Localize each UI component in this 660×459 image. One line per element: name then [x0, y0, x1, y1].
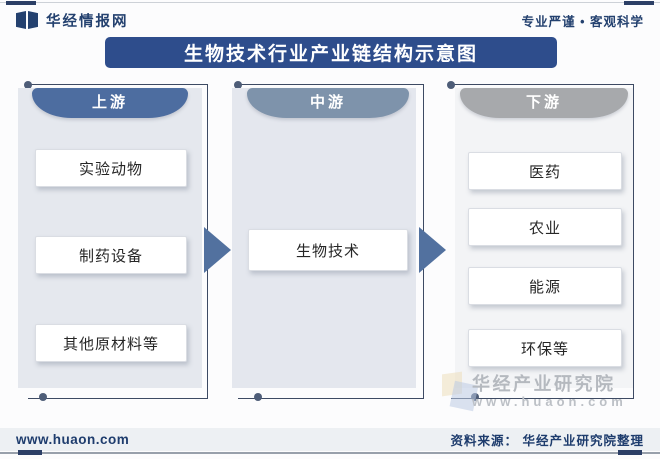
downstream-header: 下游 — [460, 88, 628, 118]
brand-name: 华经情报网 — [46, 13, 129, 30]
frame-dot — [39, 393, 47, 401]
watermark-name: 华经产业研究院 — [472, 374, 616, 394]
arrow-right-icon — [419, 227, 446, 273]
footer-site-url: www.huaon.com — [16, 432, 130, 447]
footer-bar: www.huaon.com 资料来源： 华经产业研究院整理 — [0, 428, 660, 451]
bottom-edge-line — [0, 452, 660, 454]
downstream-item-box: 能源 — [468, 267, 622, 305]
brand: 华经情报网 — [16, 10, 129, 31]
midstream-item-box: 生物技术 — [248, 229, 408, 271]
top-header: 华经情报网 专业严谨 • 客观科学 — [0, 7, 660, 33]
upstream-item-box: 其他原材料等 — [35, 324, 187, 362]
brand-slogan: 专业严谨 • 客观科学 — [521, 14, 644, 29]
watermark-site: www.huaon.com — [472, 394, 627, 409]
page-title: 生物技术行业产业链结构示意图 — [105, 37, 557, 68]
upstream-item-box: 实验动物 — [35, 149, 187, 187]
downstream-item-box: 农业 — [468, 208, 622, 246]
bottom-left-dash — [18, 450, 42, 455]
downstream-frame — [451, 84, 634, 399]
arrow-right-icon — [204, 227, 231, 273]
frame-dot — [447, 81, 455, 89]
upstream-item-box: 制药设备 — [35, 236, 187, 274]
downstream-item-box: 医药 — [468, 152, 622, 190]
frame-dot — [254, 393, 262, 401]
frame-dot — [234, 81, 242, 89]
footer-source-note: 资料来源： 华经产业研究院整理 — [450, 434, 644, 448]
downstream-item-box: 环保等 — [468, 329, 622, 367]
watermark: 华经产业研究院 www.huaon.com — [472, 374, 627, 410]
top-right-dash — [624, 1, 654, 5]
huajing-logo-icon — [16, 11, 38, 29]
frame-dot — [24, 81, 32, 89]
top-edge-line — [0, 2, 660, 3]
midstream-header: 中游 — [247, 88, 409, 118]
top-left-dash — [6, 1, 36, 5]
upstream-header: 上游 — [32, 88, 188, 118]
bottom-right-dash — [618, 450, 642, 455]
